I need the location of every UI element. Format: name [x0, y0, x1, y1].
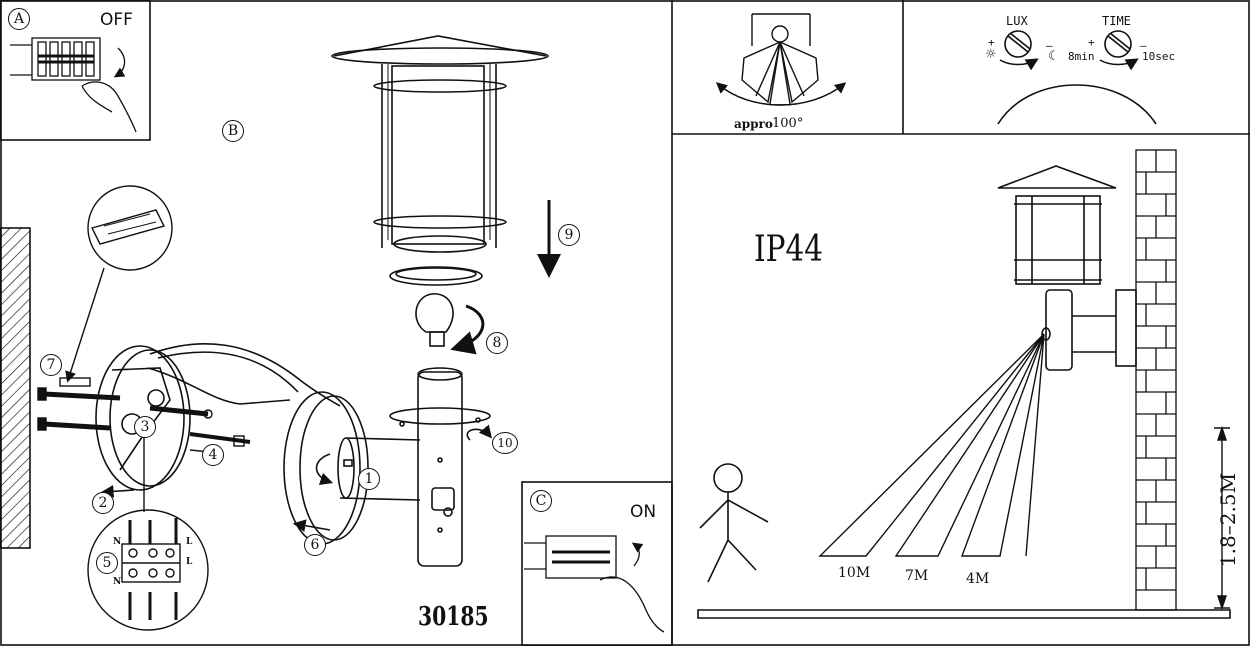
terminal-block-detail — [87, 436, 209, 631]
time-plus: + — [1088, 36, 1095, 49]
model-number: 30185 — [418, 602, 489, 632]
ip-rating: IP44 — [754, 229, 824, 270]
step-5: 5 — [96, 552, 118, 574]
lamp-housing-bracket — [283, 391, 421, 545]
lamp-post-with-sensor — [389, 367, 493, 567]
wall-plug-detail — [65, 185, 173, 383]
terminal-l-bottom: L — [186, 557, 193, 567]
off-label: OFF — [100, 10, 133, 30]
light-bulb — [415, 293, 485, 355]
on-label: ON — [630, 502, 657, 522]
lux-title: LUX — [1006, 14, 1028, 28]
time-title: TIME — [1102, 14, 1131, 28]
range-10m: 10M — [838, 565, 871, 581]
time-min-value: 8min — [1068, 50, 1095, 63]
time-max-value: 10sec — [1142, 50, 1176, 63]
lux-dial — [999, 30, 1039, 71]
glass-ring — [389, 266, 483, 286]
brick-wall — [1135, 149, 1177, 611]
sun-icon: ☼ — [985, 47, 997, 62]
step-1: 1 — [358, 468, 380, 490]
height-dimension — [1214, 425, 1230, 611]
step-9: 9 — [558, 224, 580, 246]
panel-b-label: B — [222, 120, 244, 142]
breaker-on-illustration — [524, 535, 665, 633]
person-figure — [699, 463, 769, 583]
time-minus: – — [1140, 39, 1147, 52]
mounting-base — [95, 342, 341, 498]
step-4: 4 — [202, 444, 224, 466]
rotation-arrow — [113, 47, 126, 78]
step-3: 3 — [134, 416, 156, 438]
breaker-off-illustration — [10, 37, 137, 133]
step-6: 6 — [304, 534, 326, 556]
hand-outline — [81, 81, 137, 133]
time-dial — [1099, 30, 1139, 71]
terminal-n-bottom: N — [113, 577, 122, 587]
breaker-switches — [37, 41, 95, 77]
panel-c-label: C — [530, 490, 552, 512]
detection-arc — [997, 84, 1157, 125]
ground-line — [697, 609, 1231, 619]
panel-a-label: A — [8, 8, 30, 30]
angle-prefix: appro — [734, 117, 773, 131]
screws — [37, 377, 251, 453]
detection-angle-diagram — [715, 13, 847, 106]
lamp-head — [331, 35, 561, 278]
lux-plus: + — [988, 36, 995, 49]
step-2: 2 — [92, 492, 114, 514]
moon-icon: ☾ — [1048, 49, 1060, 64]
range-4m: 4M — [966, 571, 990, 587]
terminal-n-top: N — [113, 537, 122, 547]
step-10: 10 — [492, 432, 518, 454]
step-7: 7 — [40, 354, 62, 376]
step-8: 8 — [486, 332, 508, 354]
wall-mounted-lamp — [997, 165, 1137, 371]
mount-height: 1.8–2.5M — [1216, 472, 1240, 568]
wall-section — [0, 227, 31, 549]
detection-beams — [818, 333, 1045, 557]
range-7m: 7M — [905, 568, 929, 584]
angle-value: 100° — [772, 116, 804, 131]
lux-minus: – — [1046, 39, 1053, 52]
terminal-l-top: L — [186, 537, 193, 547]
